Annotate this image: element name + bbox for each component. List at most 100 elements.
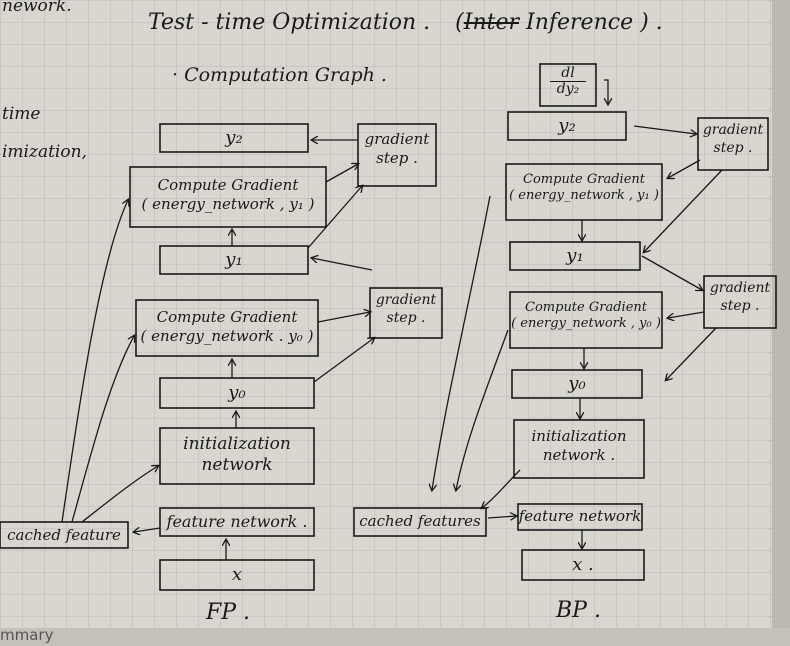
bp-compute-grad-1-line1: Compute Gradient xyxy=(523,172,645,187)
fp-y1-label: y₁ xyxy=(225,249,243,270)
fp-x-box xyxy=(159,559,315,591)
fp-compute-grad-0-label: Compute Gradient ( energy_network . y₀ ) xyxy=(136,308,318,346)
title-paren-rest: Inference ) . xyxy=(526,10,663,35)
fp-arrow-y1-to-gs xyxy=(307,186,362,249)
bp-cached-features-label: cached features xyxy=(359,512,481,530)
fp-compute-grad-0-box xyxy=(135,299,319,357)
fp-grad-step-top-box xyxy=(357,123,437,187)
bp-arrow-init-to-cached xyxy=(482,469,521,508)
fp-arrow-cached-to-cg0 xyxy=(71,336,134,523)
fp-init-network-box xyxy=(159,427,315,485)
bp-arrow-cached-to-fn xyxy=(487,516,516,518)
fp-y2-label: y₂ xyxy=(225,127,243,148)
bp-dl-denominator: dy₂ xyxy=(556,81,580,98)
fp-grad-step-top-label: gradient step . xyxy=(358,130,436,168)
fp-y0-label: y₀ xyxy=(228,382,246,403)
fp-arrow-cached-to-init xyxy=(81,466,158,523)
bp-arrow-cg1-to-cached xyxy=(432,195,491,490)
fp-feature-network-box xyxy=(159,507,315,537)
bp-y0-label: y₀ xyxy=(568,373,586,394)
page-title: Test - time Optimization . (Inter Infere… xyxy=(148,10,663,35)
bp-grad-step-top-line2: step . xyxy=(713,139,753,156)
fp-compute-grad-1-label: Compute Gradient ( energy_network , y₁ ) xyxy=(130,176,326,214)
fp-grad-step-bottom-line1: gradient xyxy=(375,292,437,308)
fp-arrow-y0-to-gs xyxy=(313,338,374,383)
fp-grad-step-bottom-line2: step . xyxy=(386,309,426,326)
fp-grad-step-top-line1: gradient xyxy=(364,130,430,148)
bp-y1-box xyxy=(509,241,641,271)
bp-compute-grad-0-line2: ( energy_network , y₀ ) xyxy=(511,316,661,332)
bp-compute-grad-1-label: Compute Gradient ( energy_network , y₁ ) xyxy=(506,172,662,205)
fp-y2-box xyxy=(159,123,309,153)
bp-y0-box xyxy=(511,369,643,399)
fp-compute-grad-0-line1: Compute Gradient xyxy=(156,308,298,326)
fp-init-network-line2: network xyxy=(201,455,273,476)
bp-init-network-line1: initialization xyxy=(531,427,627,445)
bp-compute-grad-0-box xyxy=(509,291,663,349)
bp-init-network-box xyxy=(513,419,645,479)
title-struck-word: Inter xyxy=(463,10,520,35)
fp-arrow-fn-to-cached xyxy=(134,528,161,532)
bp-compute-grad-1-box xyxy=(505,163,663,221)
fp-compute-grad-1-box xyxy=(129,166,327,228)
bp-init-network-line2: network . xyxy=(542,445,616,464)
bp-arrow-gs-to-y1 xyxy=(644,169,723,252)
bp-compute-grad-0-line1: Compute Gradient xyxy=(525,300,647,315)
bp-arrow-y1-to-gs xyxy=(641,255,702,290)
bp-compute-grad-1-line2: ( energy_network , y₁ ) xyxy=(509,188,659,204)
bp-y2-box xyxy=(507,111,627,141)
bp-grad-step-top-label: gradient step . xyxy=(698,122,768,157)
bp-dl-numerator: dl xyxy=(550,65,586,83)
bp-arrow-gs-to-cg0 xyxy=(668,311,705,318)
fp-cached-feature-label: cached feature xyxy=(7,526,121,544)
fp-arrow-cg1-to-gs xyxy=(325,164,358,183)
bp-grad-step-top-line1: gradient xyxy=(702,122,764,138)
fp-compute-grad-0-line2: ( energy_network . y₀ ) xyxy=(140,326,314,345)
bp-grad-step-top-box xyxy=(697,117,769,171)
bp-cached-features-box xyxy=(353,507,487,537)
fp-grad-step-bottom-label: gradient step . xyxy=(370,292,442,327)
fp-arrow-cached-to-cg1 xyxy=(61,200,128,523)
bp-arrow-gs-to-cg1 xyxy=(668,159,701,178)
fp-arrow-gs-to-y1 xyxy=(312,258,373,271)
bp-arrow-gs-to-y0 xyxy=(666,327,717,380)
fp-section-label: FP . xyxy=(206,600,251,625)
margin-note-time: time xyxy=(2,104,41,124)
bp-grad-step-bottom-line2: step . xyxy=(720,297,760,314)
margin-note-top: nework. xyxy=(2,0,72,16)
bp-compute-grad-0-label: Compute Gradient ( energy_network , y₀ ) xyxy=(510,300,662,333)
subtitle: · Computation Graph . xyxy=(172,64,387,86)
bp-feature-network-label: feature network xyxy=(518,507,642,525)
bp-dl-dy2-label: dl dy₂ xyxy=(540,65,596,98)
fp-grad-step-top-line2: step . xyxy=(376,148,418,167)
fp-y0-box xyxy=(159,377,315,409)
fp-compute-grad-1-line2: ( energy_network , y₁ ) xyxy=(141,194,315,213)
fp-cached-feature-box xyxy=(0,521,129,549)
bp-x-box xyxy=(521,549,645,581)
bp-dl-dy2-box xyxy=(539,63,597,107)
bp-section-label: BP . xyxy=(556,598,601,623)
bp-grad-step-bottom-box xyxy=(703,275,777,329)
fp-feature-network-label: feature network . xyxy=(166,512,308,531)
bp-x-label: x . xyxy=(572,554,594,575)
margin-note-summary: mmary xyxy=(0,626,54,644)
title-main: Test - time Optimization . xyxy=(148,10,431,35)
bp-y1-label: y₁ xyxy=(566,245,584,266)
bp-init-network-label: initialization network . xyxy=(514,427,644,465)
bp-y2-label: y₂ xyxy=(558,115,576,136)
fp-init-network-line1: initialization xyxy=(183,434,291,454)
fp-y1-box xyxy=(159,245,309,275)
bp-arrow-y2-to-gs xyxy=(633,125,696,134)
title-paren-open: ( xyxy=(455,10,464,35)
fp-arrow-cg0-to-gs xyxy=(317,312,370,323)
bp-arrow-cg0-to-cached xyxy=(456,329,509,490)
bottom-page-strip xyxy=(0,628,790,646)
fp-compute-grad-1-line1: Compute Gradient xyxy=(157,176,299,194)
fp-x-label: x xyxy=(231,564,243,585)
margin-note-imization: imization, xyxy=(2,142,87,162)
bp-arrow-dl-bracket xyxy=(604,79,608,104)
page-edge xyxy=(772,0,790,646)
bp-grad-step-bottom-line1: gradient xyxy=(709,280,771,296)
